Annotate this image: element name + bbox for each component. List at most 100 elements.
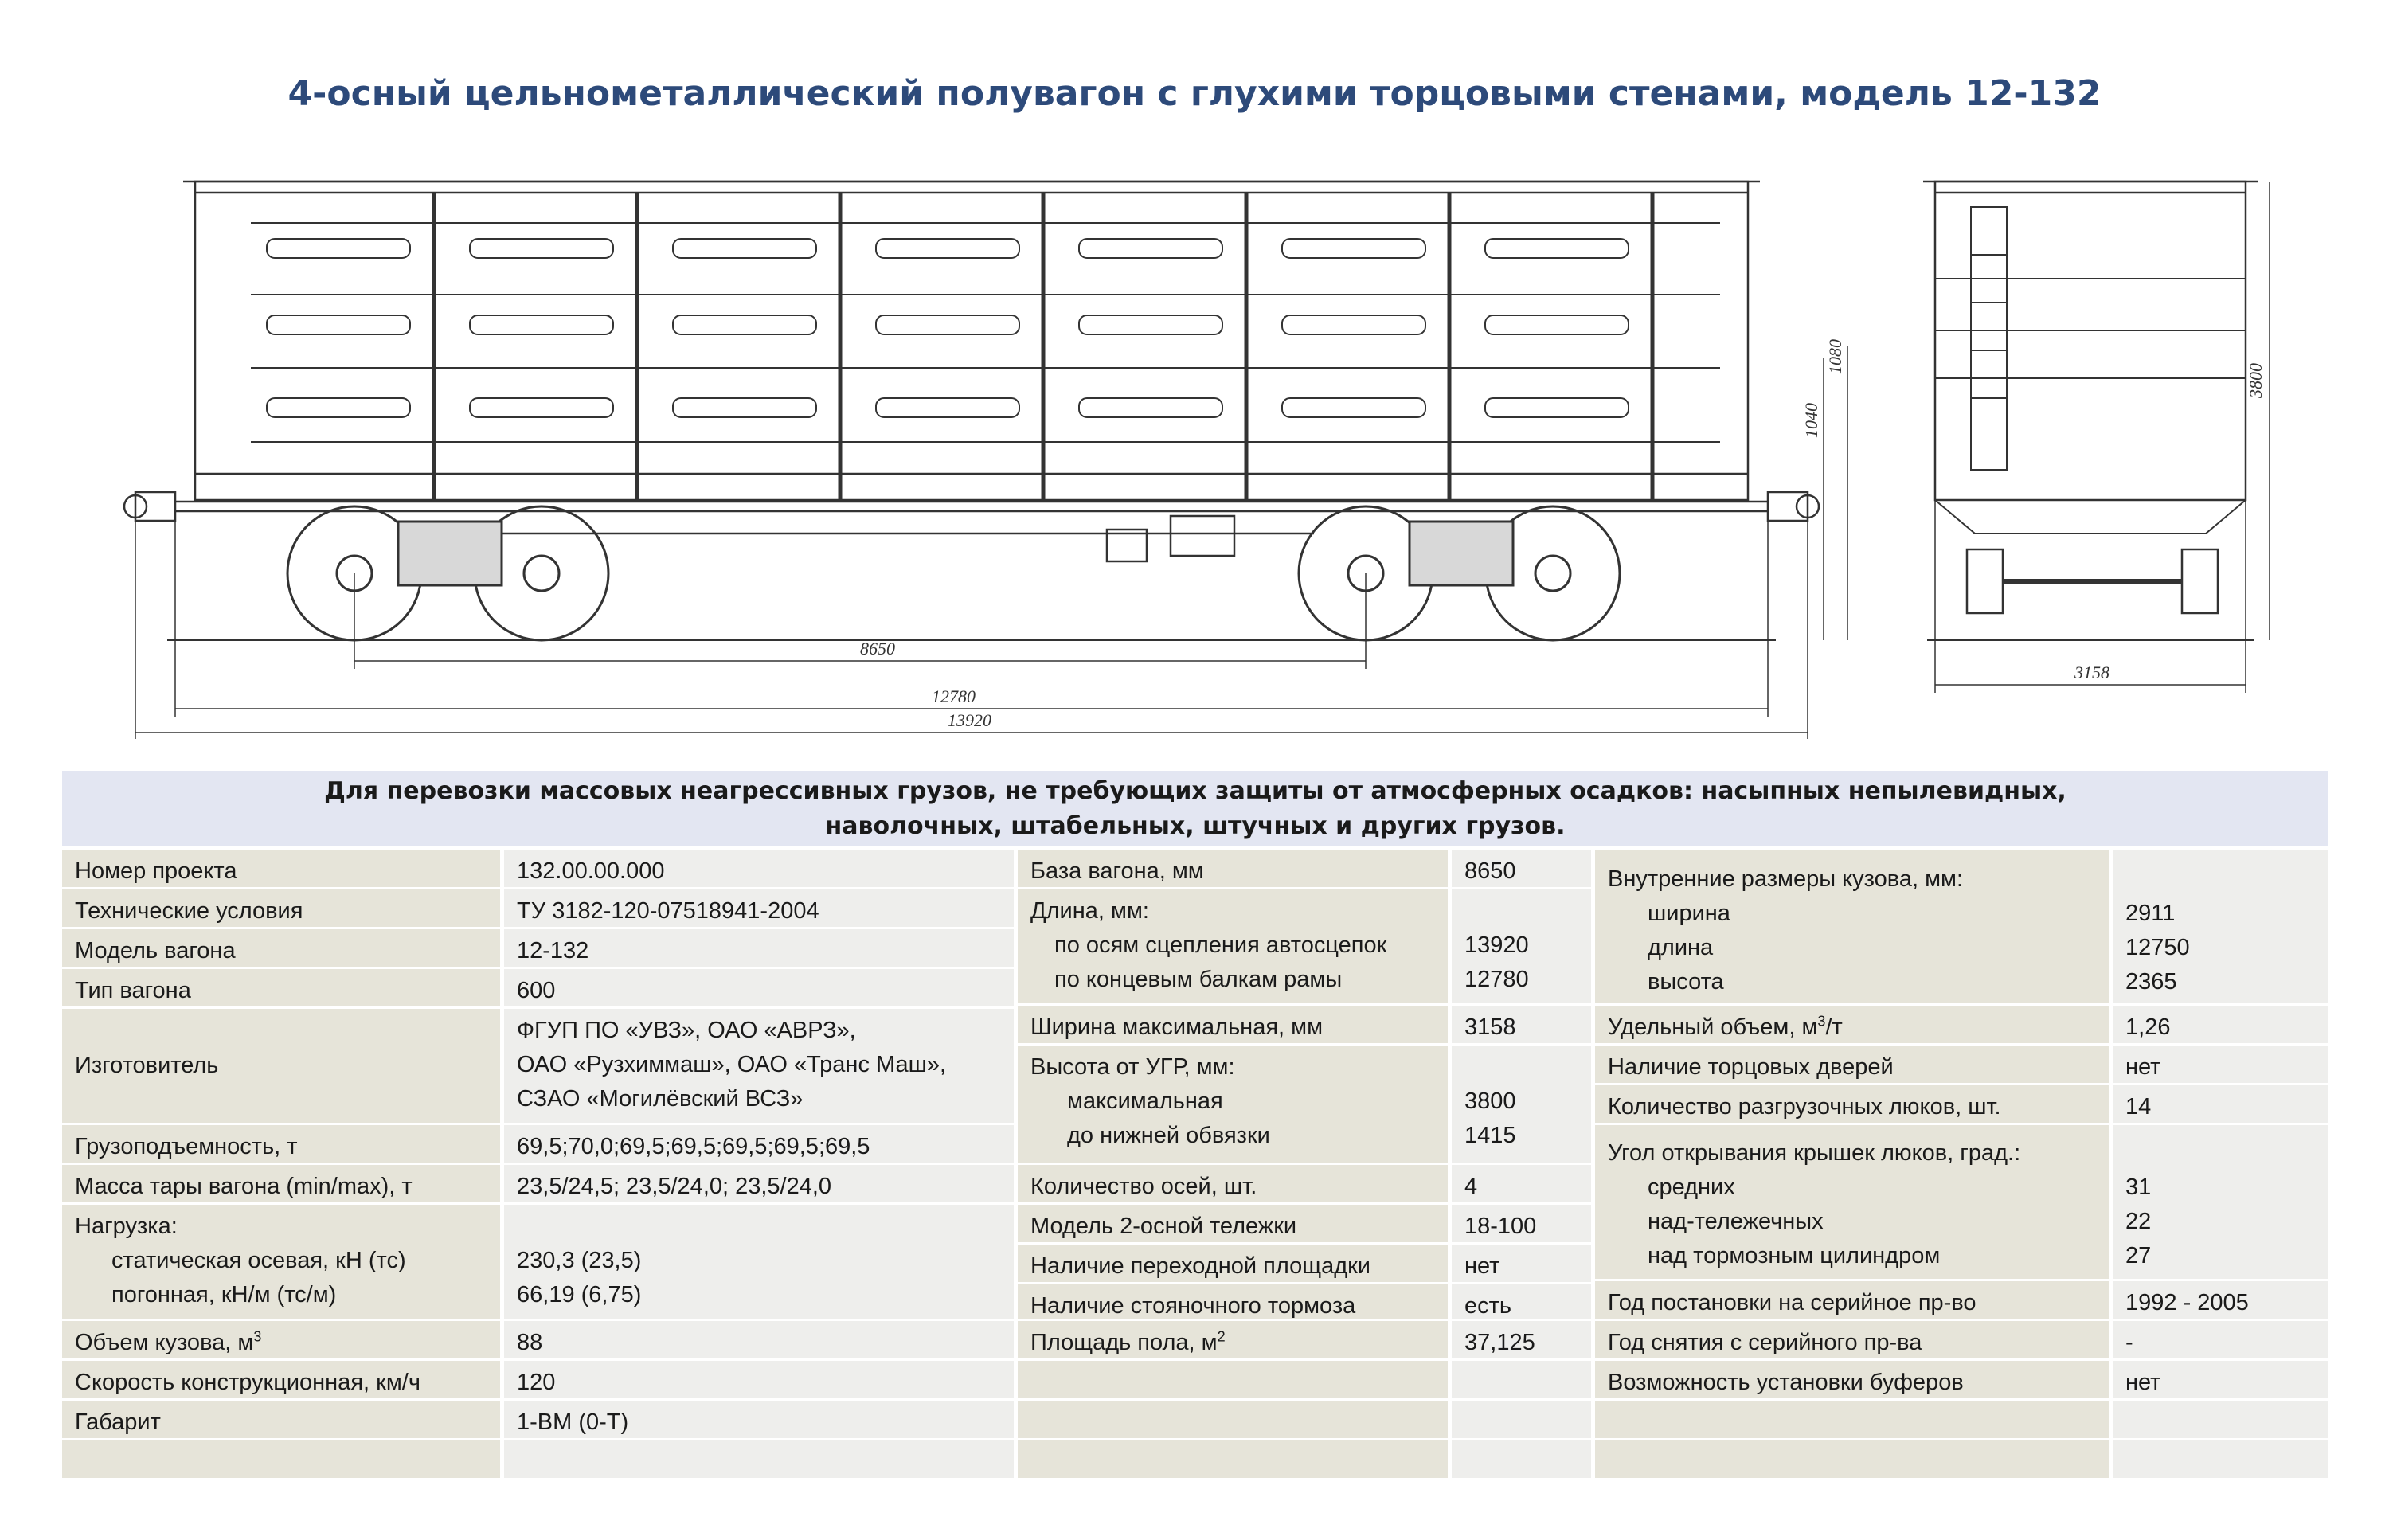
page-title: 4-осный цельнометаллический полувагон с … (287, 73, 2102, 114)
wagon-drawing: 8650 12780 13920 3158 3800 1040 1080 (123, 180, 2270, 739)
spec-value: 88 (504, 1321, 1014, 1358)
height-low-value: 1415 (1464, 1123, 1516, 1148)
spec-empty (1452, 1361, 1591, 1398)
spec-label: Объем кузова, м3 (62, 1321, 500, 1358)
spec-value: 2911 12750 2365 (2113, 850, 2328, 1003)
length-coupler-label: по осям сцепления автосцепок (1054, 932, 1387, 958)
load-axle-value: 230,3 (23,5) (517, 1248, 642, 1273)
maker-line: СЗАО «Могилёвский ВСЗ» (517, 1086, 804, 1112)
dim-label: 1080 (1825, 339, 1845, 374)
angle-mid-label: средних (1648, 1175, 1735, 1200)
spec-value: 13920 12780 (1452, 889, 1591, 1003)
dim-label: 13920 (948, 710, 991, 730)
spec-value: 600 (504, 969, 1014, 1006)
spec-label: Количество разгрузочных люков, шт. (1595, 1085, 2109, 1123)
wagon-body-outline (194, 180, 1750, 502)
height-max-label: максимальная (1067, 1089, 1223, 1114)
spec-value: 1992 - 2005 (2113, 1281, 2328, 1319)
spec-label: Масса тары вагона (min/max), т (62, 1165, 500, 1202)
wagon-end-view (1933, 180, 2247, 502)
inner-length-value: 12750 (2125, 935, 2190, 960)
load-heading: Нагрузка: (75, 1214, 178, 1239)
spec-label: Скорость конструкционная, км/ч (62, 1361, 500, 1398)
spec-empty (504, 1440, 1014, 1478)
spec-value: 230,3 (23,5) 66,19 (6,75) (504, 1205, 1014, 1319)
angle-mid-value: 31 (2125, 1175, 2152, 1200)
spec-label: Грузоподъемность, т (62, 1125, 500, 1163)
spec-label: Ширина максимальная, мм (1018, 1006, 1448, 1043)
spec-label: Удельный объем, м3/т (1595, 1006, 2109, 1043)
spec-value: 12-132 (504, 929, 1014, 967)
dim-label: 3158 (2074, 663, 2109, 682)
spec-empty (2113, 1401, 2328, 1438)
spec-label: База вагона, мм (1018, 850, 1448, 887)
spec-label: Наличие переходной площадки (1018, 1245, 1448, 1282)
spec-value: 1-ВМ (0-Т) (504, 1401, 1014, 1438)
spec-label: Количество осей, шт. (1018, 1165, 1448, 1202)
spec-label: Технические условия (62, 889, 500, 927)
spec-value: 1,26 (2113, 1006, 2328, 1043)
height-low-label: до нижней обвязки (1067, 1123, 1270, 1148)
inner-height-label: высота (1648, 969, 1724, 995)
spec-label: Наличие торцовых дверей (1595, 1046, 2109, 1083)
length-heading: Длина, мм: (1030, 898, 1149, 924)
dim-label: 12780 (932, 686, 976, 706)
spec-value: нет (2113, 1361, 2328, 1398)
inner-width-value: 2911 (2125, 901, 2176, 926)
spec-value: есть (1452, 1284, 1591, 1319)
spec-empty (1018, 1361, 1448, 1398)
angle-heading: Угол открывания крышек люков, град.: (1608, 1140, 2021, 1166)
spec-value: 69,5;70,0;69,5;69,5;69,5;69,5;69,5 (504, 1125, 1014, 1163)
spec-value: 14 (2113, 1085, 2328, 1123)
spec-value: 37,125 (1452, 1321, 1591, 1358)
spec-value: 120 (504, 1361, 1014, 1398)
angle-bogie-value: 22 (2125, 1209, 2152, 1234)
spec-value: 18-100 (1452, 1205, 1591, 1242)
spec-label: Год снятия с серийного пр-ва (1595, 1321, 2109, 1358)
purpose-line: Для перевозки массовых неагрессивных гру… (324, 777, 2066, 805)
spec-value: - (2113, 1321, 2328, 1358)
spec-value: ФГУП ПО «УВЗ», ОАО «АВРЗ», ОАО «Рузхимма… (504, 1009, 1014, 1123)
load-linear-value: 66,19 (6,75) (517, 1282, 642, 1307)
spec-empty (1018, 1401, 1448, 1438)
dim-label: 8650 (860, 639, 895, 659)
spec-label: Возможность установки буферов (1595, 1361, 2109, 1398)
spec-label: Длина, мм: по осям сцепления автосцепок … (1018, 889, 1448, 1003)
spec-value: 23,5/24,5; 23,5/24,0; 23,5/24,0 (504, 1165, 1014, 1202)
inner-length-label: длина (1648, 935, 1714, 960)
spec-value: 31 22 27 (2113, 1125, 2328, 1279)
inner-heading: Внутренние размеры кузова, мм: (1608, 866, 1964, 892)
length-beam-label: по концевым балкам рамы (1054, 967, 1343, 992)
spec-label: Номер проекта (62, 850, 500, 887)
purpose-line: наволочных, штабельных, штучных и других… (825, 812, 1566, 840)
spec-label: Внутренние размеры кузова, мм: ширина дл… (1595, 850, 2109, 1003)
spec-value: нет (1452, 1245, 1591, 1282)
spec-label: Год постановки на серийное пр-во (1595, 1281, 2109, 1319)
spec-label: Модель вагона (62, 929, 500, 967)
maker-line: ОАО «Рузхиммаш», ОАО «Транс Маш», (517, 1052, 947, 1077)
spec-table: Номер проекта 132.00.00.000 Технические … (62, 850, 2328, 1479)
spec-value: 132.00.00.000 (504, 850, 1014, 887)
angle-bogie-label: над-тележечных (1648, 1209, 1824, 1234)
spec-value: 4 (1452, 1165, 1591, 1202)
length-beam-value: 12780 (1464, 967, 1529, 992)
dim-label: 3800 (2246, 363, 2266, 399)
purpose-banner: Для перевозки массовых неагрессивных гру… (62, 771, 2328, 846)
spec-label: Угол открывания крышек люков, град.: сре… (1595, 1125, 2109, 1279)
inner-height-value: 2365 (2125, 969, 2177, 995)
spec-empty (62, 1440, 500, 1478)
spec-label: Площадь пола, м2 (1018, 1321, 1448, 1358)
length-coupler-value: 13920 (1464, 932, 1529, 958)
height-heading: Высота от УГР, мм: (1030, 1054, 1235, 1080)
spec-empty (2113, 1440, 2328, 1478)
height-max-value: 3800 (1464, 1089, 1516, 1114)
spec-label: Высота от УГР, мм: максимальная до нижне… (1018, 1046, 1448, 1163)
angle-brake-label: над тормозным цилиндром (1648, 1243, 1941, 1268)
spec-value: ТУ 3182-120-07518941-2004 (504, 889, 1014, 927)
spec-label: Габарит (62, 1401, 500, 1438)
spec-label: Модель 2-осной тележки (1018, 1205, 1448, 1242)
spec-empty (1452, 1440, 1591, 1478)
load-axle-label: статическая осевая, кН (тс) (111, 1248, 406, 1273)
spec-label: Тип вагона (62, 969, 500, 1006)
spec-empty (1018, 1440, 1448, 1478)
